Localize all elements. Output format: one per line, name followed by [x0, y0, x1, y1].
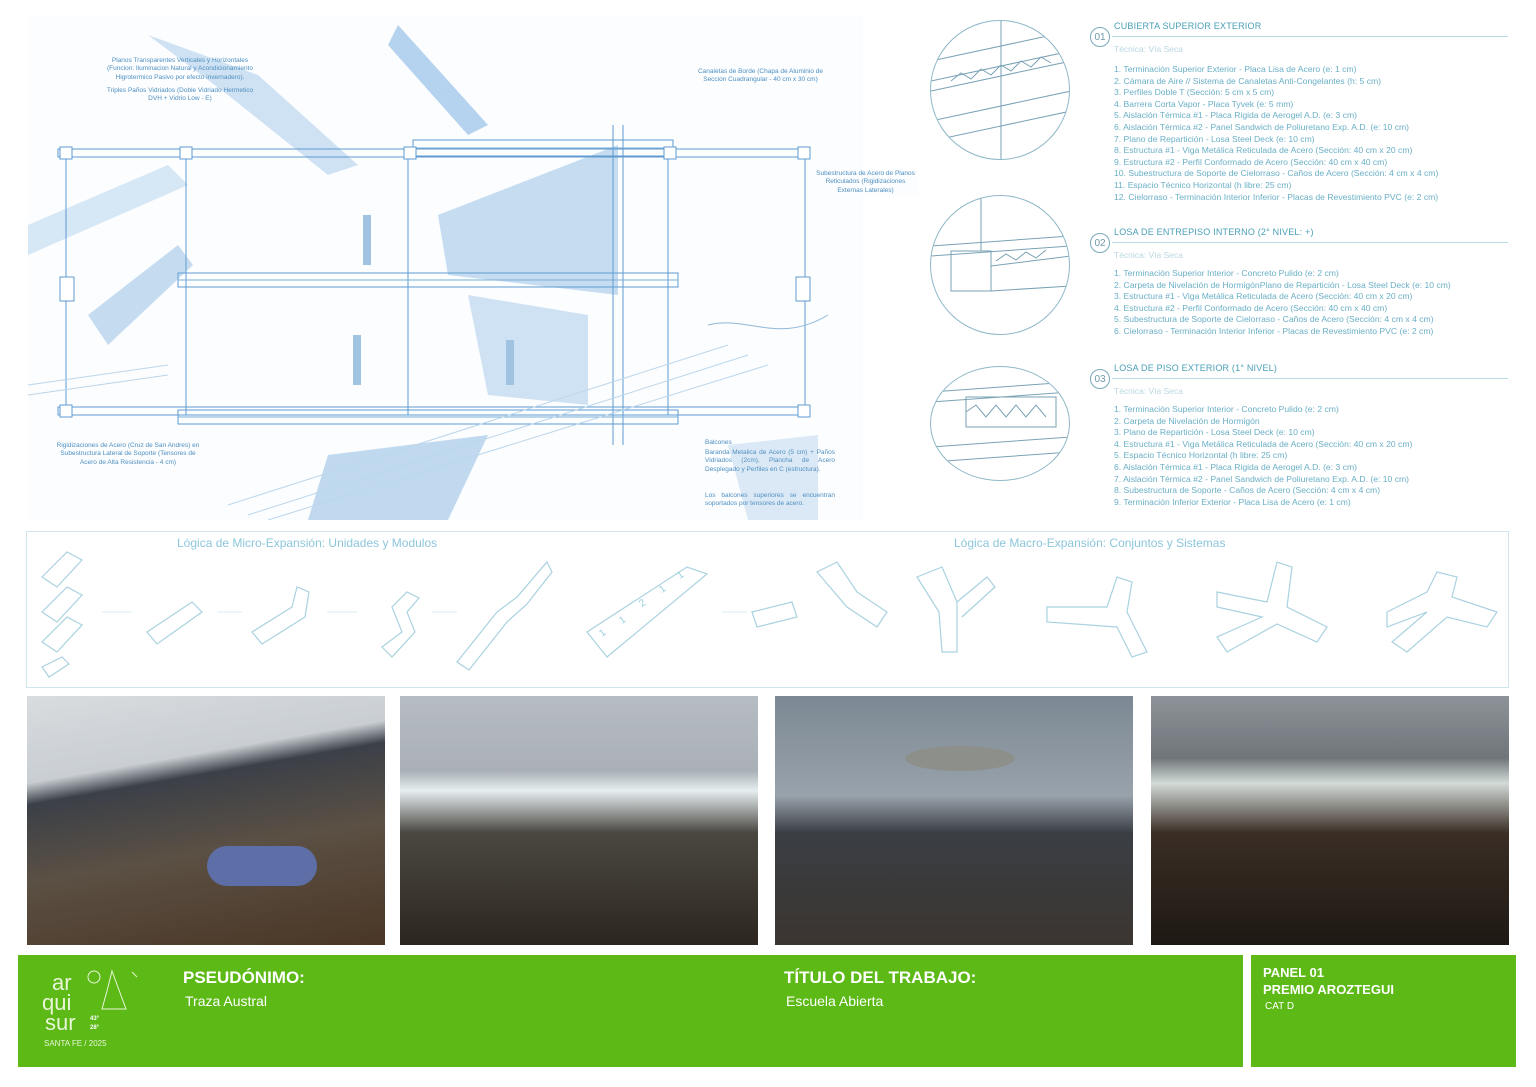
work-title-label: TÍTULO DEL TRABAJO: — [784, 968, 977, 987]
section-drawing: Planos Transparentes Verticales y Horizo… — [27, 15, 918, 521]
note-bracing: Rigidizaciones de Acero (Cruz de San And… — [56, 442, 200, 466]
detail-circle-02 — [930, 195, 1070, 335]
list-item: 7. Plano de Repartición - Losa Steel Dec… — [1114, 133, 1315, 144]
list-item: 7. Aislación Térmica #2 - Panel Sandwich… — [1114, 473, 1410, 484]
list-item: 2. Carpeta de Nivelación de Hormigón — [1114, 415, 1260, 426]
divider — [1112, 242, 1508, 243]
detail-number-badge: 02 — [1090, 233, 1110, 253]
detail-technique: Técnica: Vía Seca — [1114, 250, 1183, 260]
work-title-value: Escuela Abierta — [786, 993, 884, 1009]
render-cafeteria-hall — [400, 696, 758, 945]
render-dining-hall — [1151, 696, 1509, 945]
detail-circle-01 — [930, 20, 1070, 160]
list-item: 9. Terminación Inferior Exterior - Placa… — [1114, 496, 1351, 507]
expansion-diagram-strip: Lógica de Micro-Expansión: Unidades y Mo… — [26, 531, 1509, 688]
list-item: 9. Estructura #2 - Perfil Conformado de … — [1114, 156, 1388, 167]
prize-name: PREMIO AROZTEGUI — [1263, 982, 1394, 997]
divider — [1112, 36, 1508, 37]
expansion-modules-graphic — [41, 551, 1498, 678]
detail-items: 1. Terminación Superior Interior - Concr… — [1114, 268, 1451, 338]
detail-items: 1. Terminación Superior Exterior - Placa… — [1114, 64, 1438, 203]
list-item: 1. Terminación Superior Interior - Concr… — [1114, 404, 1339, 414]
note-balconies-support: Los balcones superiores se encuentran so… — [705, 492, 835, 508]
list-item: 8. Estructura #1 - Viga Metálica Reticul… — [1114, 145, 1413, 156]
note-balconies-desc: Baranda Metalica de Acero (5 cm) + Paños… — [705, 449, 835, 473]
logo-text: ar — [52, 970, 72, 995]
numbered-module — [586, 566, 709, 658]
note-balconies-title: Balcones — [705, 439, 732, 446]
list-item: 2. Carpeta de Nivelación de HormigónPlan… — [1114, 279, 1451, 290]
section-drawing-graphic — [27, 25, 829, 521]
panel-number: PANEL 01 — [1263, 965, 1324, 980]
list-item: 6. Aislación Térmica #1 - Placa Rigida d… — [1114, 461, 1357, 472]
arquisur-logo: ar qui sur 43° 28° SANTA FE / 2025 — [40, 969, 140, 1055]
note-gutters: Canaletas de Borde (Chapa de Aluminio de… — [697, 68, 824, 84]
list-item: 1. Terminación Superior Exterior - Placa… — [1114, 64, 1357, 74]
footer-panel-info: PANEL 01 PREMIO AROZTEGUI CAT D — [1251, 955, 1516, 1067]
list-item: 6. Aislación Térmica #2 - Panel Sandwich… — [1114, 121, 1410, 132]
list-item: 5. Aislación Térmica #1 - Placa Rigida d… — [1114, 110, 1357, 121]
category: CAT D — [1265, 1001, 1295, 1012]
list-item: 11. Espacio Técnico Horizontal (h libre:… — [1114, 179, 1292, 190]
logo-place: SANTA FE / 2025 — [44, 1039, 107, 1048]
list-item: 3. Estructura #1 - Viga Metálica Reticul… — [1114, 291, 1413, 302]
list-item: 10. Subestructura de Soporte de Cielorra… — [1114, 168, 1439, 179]
render-museum-exhibit-whale — [775, 696, 1133, 945]
logo-text: qui — [42, 990, 72, 1015]
list-item: 5. Espacio Técnico Horizontal (h libre: … — [1114, 450, 1288, 461]
list-item: 4. Estructura #2 - Perfil Conformado de … — [1114, 302, 1388, 313]
detail-title: LOSA DE PISO EXTERIOR (1° NIVEL) — [1114, 363, 1278, 373]
list-item: 8. Subestructura de Soporte - Caños de A… — [1114, 485, 1381, 496]
detail-technique: Técnica: Vía Seca — [1114, 44, 1183, 54]
detail-number-badge: 03 — [1090, 369, 1110, 389]
list-item: 3. Plano de Repartición - Losa Steel Dec… — [1114, 427, 1315, 438]
list-item: 4. Estructura #1 - Viga Metálica Reticul… — [1114, 438, 1413, 449]
render-library-lounge — [27, 696, 385, 945]
divider — [1112, 378, 1508, 379]
footer-main: ar qui sur 43° 28° SANTA FE / 2025 PSEUD… — [18, 955, 1243, 1067]
list-item: 1. Terminación Superior Interior - Concr… — [1114, 268, 1339, 278]
detail-number-badge: 01 — [1090, 27, 1110, 47]
micro-expansion-title: Lógica de Micro-Expansión: Unidades y Mo… — [177, 536, 438, 550]
list-item: 6. Cielorraso - Terminación Interior Inf… — [1114, 325, 1434, 336]
note-substructure: Subestructura de Acero de Planos Reticul… — [813, 170, 918, 196]
logo-edition: 43° — [90, 1016, 100, 1022]
list-item: 5. Subestructura de Soporte de Cielorras… — [1114, 314, 1434, 325]
detail-title: LOSA DE ENTREPISO INTERNO (2° NIVEL: +) — [1114, 227, 1314, 237]
logo-text: sur — [45, 1010, 76, 1035]
detail-technique: Técnica: Vía Seca — [1114, 386, 1183, 396]
pseudonym-label: PSEUDÓNIMO: — [183, 968, 305, 987]
list-item: 12. Cielorraso - Terminación Interior In… — [1114, 191, 1439, 202]
detail-items: 1. Terminación Superior Interior - Concr… — [1114, 404, 1412, 508]
detail-title: CUBIERTA SUPERIOR EXTERIOR — [1114, 21, 1262, 31]
list-item: 2. Cámara de Aire // Sistema de Canaleta… — [1114, 75, 1382, 86]
detail-circle-03 — [930, 366, 1070, 481]
pseudonym-value: Traza Austral — [185, 993, 267, 1009]
list-item: 3. Perfiles Doble T (Sección: 5 cm x 5 c… — [1114, 87, 1275, 98]
logo-edition: 28° — [90, 1025, 100, 1031]
note-glazing-panes: Triples Paños Vidriados (Doble Vidriado … — [106, 87, 254, 103]
macro-expansion-title: Lógica de Macro-Expansión: Conjuntos y S… — [954, 536, 1226, 550]
list-item: 4. Barrera Corta Vapor - Placa Tyvek (e:… — [1114, 98, 1294, 109]
note-glazing-planes: Planos Transparentes Verticales y Horizo… — [107, 57, 253, 81]
